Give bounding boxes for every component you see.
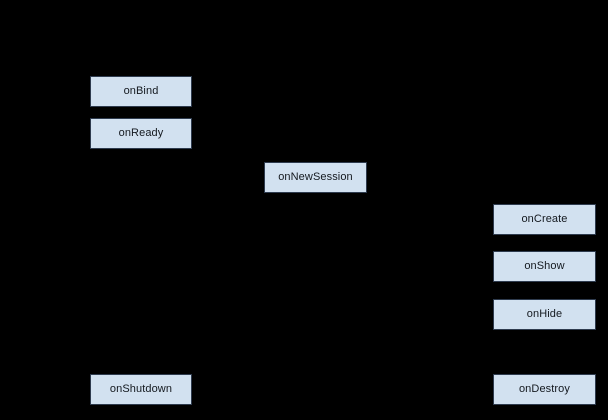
node-label-onshutdown: onShutdown	[109, 383, 173, 395]
node-label-onnewsession: onNewSession	[278, 171, 353, 183]
node-onnewsession[interactable]: onNewSession	[264, 162, 367, 193]
node-label-oncreate: onCreate	[521, 213, 568, 225]
node-ondestroy[interactable]: onDestroy	[493, 374, 596, 405]
connector-onnewsession-to-oncreate	[366, 176, 494, 214]
node-onshow[interactable]: onShow	[493, 251, 596, 282]
node-label-onbind: onBind	[123, 85, 159, 97]
node-onshutdown[interactable]: onShutdown	[90, 374, 192, 405]
node-onready[interactable]: onReady	[90, 118, 192, 149]
node-label-onshow: onShow	[524, 260, 565, 272]
node-label-ondestroy: onDestroy	[518, 383, 571, 395]
node-onbind[interactable]: onBind	[90, 76, 192, 107]
node-label-onhide: onHide	[526, 308, 563, 320]
node-label-onready: onReady	[118, 127, 164, 139]
node-oncreate[interactable]: onCreate	[493, 204, 596, 235]
node-onhide[interactable]: onHide	[493, 299, 596, 330]
